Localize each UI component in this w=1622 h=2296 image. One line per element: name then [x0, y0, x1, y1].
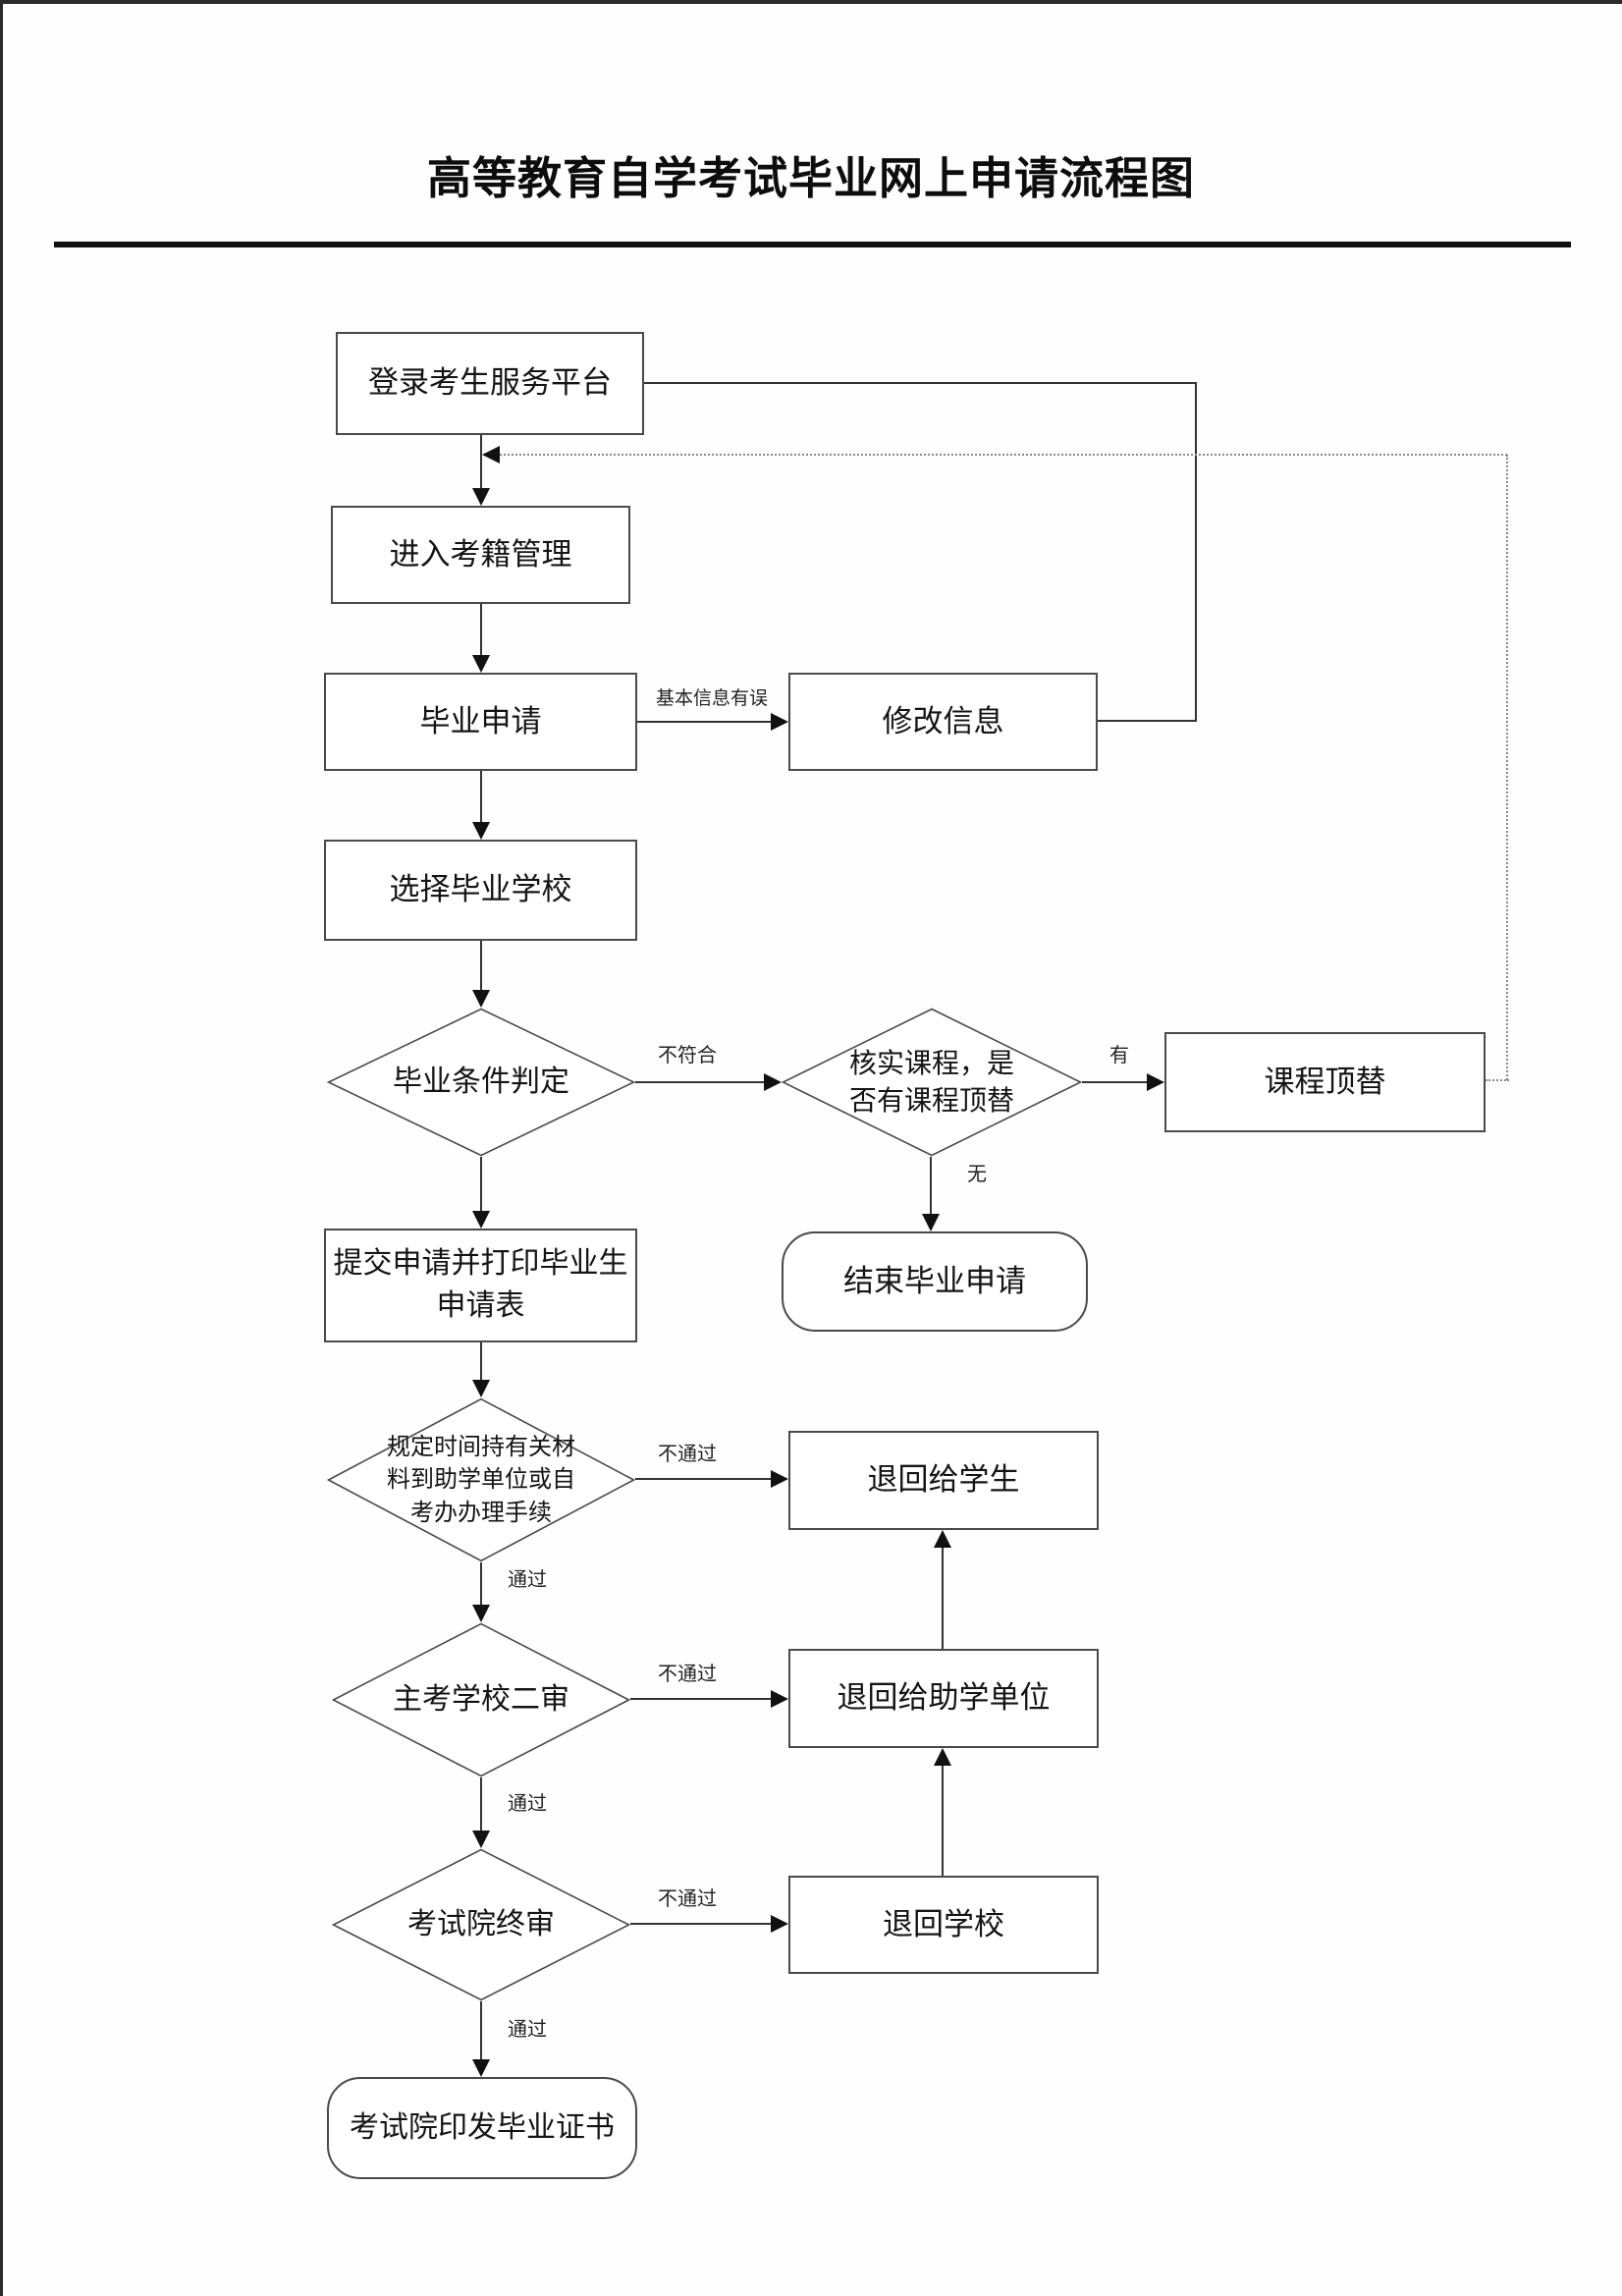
arrowhead-left-icon	[482, 446, 500, 464]
page-title: 高等教育自学考试毕业网上申请流程图	[426, 152, 1195, 204]
arrowhead-right-icon	[771, 1690, 788, 1708]
flow-materials-to-school-review	[480, 1562, 482, 1607]
page-left-border	[0, 0, 3, 2296]
decision-school-second-review-label: 主考学校二审	[393, 1681, 569, 1717]
dotted-path-from-substitute	[1486, 1079, 1509, 1081]
flow-school-review-to-return-aid	[630, 1698, 771, 1700]
edge-label-pass-materials: 通过	[508, 1567, 547, 1591]
arrowhead-down-icon	[922, 1214, 940, 1231]
node-graduation-apply-label: 毕业申请	[419, 703, 542, 739]
arrowhead-right-icon	[771, 713, 788, 731]
edge-label-fail-materials: 不通过	[658, 1442, 717, 1465]
arrowhead-down-icon	[472, 822, 490, 840]
flow-condition-to-submit	[480, 1157, 482, 1213]
page-top-border	[0, 0, 1622, 4]
decision-institute-final-review: 考试院终审	[332, 1848, 630, 2001]
arrowhead-right-icon	[771, 1915, 788, 1933]
edge-label-fail-school-review: 不通过	[658, 1662, 717, 1685]
edge-label-not-qualified: 不符合	[658, 1043, 717, 1066]
node-course-substitute: 课程顶替	[1164, 1032, 1486, 1132]
flow-aid-unit-to-student	[942, 1548, 944, 1649]
dotted-path-vertical	[1506, 455, 1508, 1080]
diamond-shape-icon	[782, 1008, 1082, 1157]
dotted-path-horizontal	[500, 454, 1507, 456]
diamond-shape-icon	[327, 1008, 635, 1157]
node-select-school-label: 选择毕业学校	[389, 872, 572, 908]
arrowhead-down-icon	[472, 1831, 490, 1848]
flow-enter-to-apply	[480, 604, 482, 657]
terminal-issue-certificate-label: 考试院印发毕业证书	[350, 2109, 615, 2145]
node-submit-print: 提交申请并打印毕业生 申请表	[324, 1229, 637, 1342]
return-path-vertical-segment	[1195, 382, 1197, 722]
decision-materials-procedure-label: 规定时间持有关材 料到助学单位或自 考办办理手续	[387, 1432, 575, 1526]
edge-label-info-error: 基本信息有误	[655, 687, 768, 709]
node-login-label: 登录考生服务平台	[368, 365, 612, 402]
arrowhead-down-icon	[472, 990, 490, 1008]
diamond-shape-icon	[332, 1848, 630, 2001]
node-enter-exam-mgmt: 进入考籍管理	[331, 506, 630, 604]
node-modify-info-label: 修改信息	[882, 703, 1004, 739]
node-course-substitute-label: 课程顶替	[1264, 1064, 1386, 1100]
arrowhead-right-icon	[1147, 1073, 1164, 1091]
node-submit-print-label: 提交申请并打印毕业生 申请表	[333, 1246, 628, 1323]
node-return-student-label: 退回给学生	[867, 1462, 1020, 1499]
flow-school-to-aid-unit	[942, 1766, 944, 1876]
node-return-aid-unit-label: 退回给助学单位	[837, 1680, 1051, 1717]
diamond-shape-icon	[332, 1622, 630, 1777]
flow-submit-to-materials	[480, 1342, 482, 1382]
node-graduation-apply: 毕业申请	[324, 673, 637, 771]
arrowhead-right-icon	[764, 1073, 782, 1091]
decision-graduation-condition: 毕业条件判定	[327, 1008, 635, 1157]
arrowhead-down-icon	[472, 1380, 490, 1397]
edge-label-pass-institute: 通过	[508, 2017, 547, 2041]
node-return-student: 退回给学生	[788, 1431, 1099, 1530]
flow-login-to-enter	[480, 435, 482, 490]
flow-school-review-to-institute	[480, 1777, 482, 1832]
node-select-school: 选择毕业学校	[324, 840, 637, 941]
node-return-school-label: 退回学校	[883, 1906, 1004, 1942]
arrowhead-down-icon	[472, 488, 490, 506]
decision-school-second-review: 主考学校二审	[332, 1622, 630, 1777]
edge-label-no-substitute: 无	[967, 1162, 987, 1185]
terminal-end-application-label: 结束毕业申请	[843, 1263, 1026, 1299]
node-login: 登录考生服务平台	[336, 332, 644, 435]
arrowhead-down-icon	[472, 2059, 490, 2077]
edge-label-pass-school-review: 通过	[508, 1791, 547, 1815]
edge-label-has-substitute: 有	[1109, 1043, 1129, 1066]
edge-label-fail-institute: 不通过	[658, 1886, 717, 1910]
flow-select-to-condition	[480, 941, 482, 992]
flow-verify-to-end	[930, 1157, 932, 1216]
flow-apply-to-select	[480, 771, 482, 824]
flow-condition-to-verify	[635, 1081, 764, 1083]
decision-graduation-condition-label: 毕业条件判定	[393, 1064, 569, 1099]
arrowhead-up-icon	[934, 1748, 951, 1766]
terminal-issue-certificate: 考试院印发毕业证书	[327, 2077, 637, 2179]
flow-institute-to-return-school	[630, 1923, 771, 1925]
node-enter-exam-mgmt-label: 进入考籍管理	[389, 536, 572, 573]
node-return-aid-unit: 退回给助学单位	[788, 1649, 1099, 1748]
flow-materials-to-return-student	[635, 1478, 771, 1480]
arrowhead-up-icon	[934, 1530, 951, 1548]
flow-institute-to-certificate	[480, 2001, 482, 2061]
title-underline	[54, 242, 1571, 247]
diamond-shape-icon	[327, 1397, 635, 1562]
return-path-top-segment	[644, 382, 1196, 384]
node-return-school: 退回学校	[788, 1876, 1099, 1974]
terminal-end-application: 结束毕业申请	[782, 1231, 1088, 1332]
arrowhead-right-icon	[771, 1470, 788, 1488]
arrowhead-down-icon	[472, 655, 490, 673]
node-modify-info: 修改信息	[788, 673, 1098, 771]
arrowhead-down-icon	[472, 1211, 490, 1229]
flow-apply-to-modify	[637, 721, 771, 723]
decision-materials-procedure: 规定时间持有关材 料到助学单位或自 考办办理手续	[327, 1397, 635, 1562]
flow-verify-to-substitute	[1082, 1081, 1147, 1083]
decision-institute-final-review-label: 考试院终审	[407, 1906, 555, 1941]
decision-verify-course-label: 核实课程，是 否有课程顶替	[848, 1047, 1014, 1117]
decision-verify-course: 核实课程，是 否有课程顶替	[782, 1008, 1082, 1157]
arrowhead-down-icon	[472, 1605, 490, 1622]
return-path-bottom-segment	[1098, 720, 1197, 722]
